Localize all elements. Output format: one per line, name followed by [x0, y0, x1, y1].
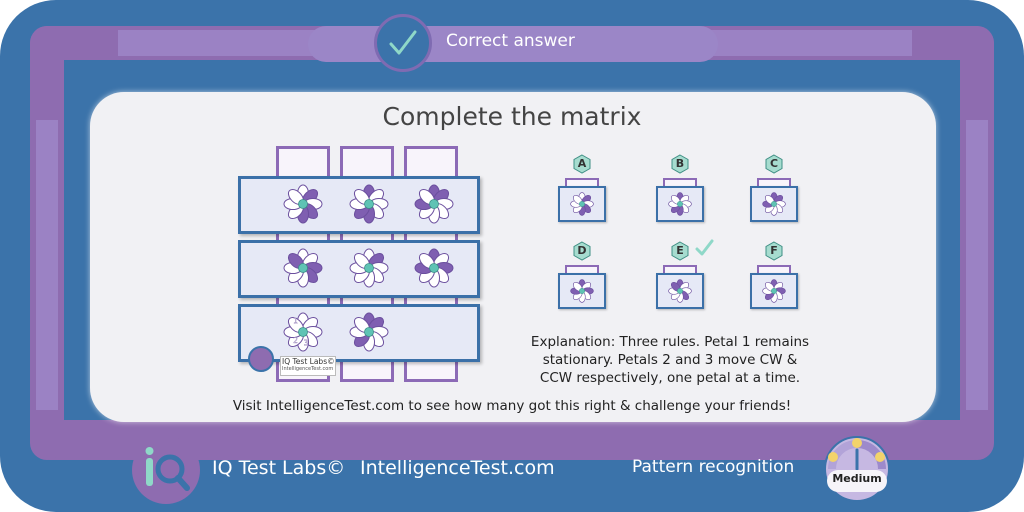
difficulty-label: Medium — [832, 472, 882, 485]
flower-icon — [283, 248, 323, 288]
matrix-cell — [349, 312, 389, 352]
explanation: Explanation: Three rules. Petal 1 remain… — [520, 333, 820, 387]
flower-center — [579, 201, 585, 207]
flower-icon — [283, 184, 323, 224]
magnifier-logo-icon — [132, 436, 200, 504]
answer-option-d[interactable] — [558, 273, 606, 309]
difficulty-pill — [827, 470, 887, 492]
flower-icon — [414, 248, 454, 288]
flower-center — [429, 199, 439, 209]
option-badge-icon — [671, 154, 689, 174]
watermark-box — [280, 356, 336, 376]
flower-icon — [349, 248, 389, 288]
explanation-line: stationary. Petals 2 and 3 move CW & — [542, 352, 798, 368]
option-flower — [668, 279, 692, 303]
option-letter: B — [675, 157, 685, 170]
petal-number: 2 — [293, 336, 298, 345]
matrix-cell — [283, 184, 323, 224]
status-text: Correct answer — [446, 31, 575, 51]
option-badge-icon — [671, 241, 689, 261]
flower-icon — [668, 192, 692, 216]
flower-icon — [570, 279, 594, 303]
petal-number: 3 — [304, 339, 309, 348]
watermark-brand: IQ Test Labs© — [282, 357, 335, 366]
medium-face-icon — [852, 438, 862, 448]
puzzle-title: Complete the matrix — [382, 102, 642, 131]
flower-icon — [762, 279, 786, 303]
answer-option-e[interactable] — [656, 273, 704, 309]
small-logo-icon — [248, 346, 274, 372]
puzzle-card — [90, 92, 936, 422]
brand-url[interactable]: IntelligenceTest.com — [360, 457, 555, 479]
flower-center — [298, 263, 308, 273]
flower-icon — [762, 192, 786, 216]
flower-center — [771, 288, 777, 294]
right-strip-inner — [966, 120, 988, 410]
flower-center — [429, 263, 439, 273]
challenge-link-text[interactable]: Visit IntelligenceTest.com to see how ma… — [232, 398, 792, 414]
option-letter: C — [769, 157, 779, 170]
option-flower — [762, 192, 786, 216]
flower-icon — [349, 312, 389, 352]
answer-option-b[interactable] — [656, 186, 704, 222]
flower-center — [677, 201, 683, 207]
option-letter: F — [770, 244, 778, 257]
watermark-url: IntelligenceTest.com — [282, 366, 334, 372]
matrix-cell — [414, 248, 454, 288]
flower-center — [298, 199, 308, 209]
matrix-cell — [349, 248, 389, 288]
answer-option-f[interactable] — [750, 273, 798, 309]
option-flower — [762, 279, 786, 303]
category-label: Pattern recognition — [632, 457, 795, 477]
option-letter: D — [577, 244, 587, 257]
correct-check-icon — [695, 239, 714, 256]
option-flower — [570, 279, 594, 303]
answer-option-c[interactable] — [750, 186, 798, 222]
flower-center — [364, 199, 374, 209]
matrix-cell — [349, 184, 389, 224]
explanation-line: Explanation: Three rules. Petal 1 remain… — [530, 334, 810, 350]
easy-face-icon — [828, 452, 838, 462]
flower-icon — [414, 184, 454, 224]
flower-center — [364, 327, 374, 337]
option-badge-icon — [765, 154, 783, 174]
flower-center — [677, 288, 683, 294]
flower-center — [771, 201, 777, 207]
option-badge-icon — [765, 241, 783, 261]
check-mark-icon — [374, 14, 432, 72]
petal-number: 1 — [293, 317, 298, 326]
flower-icon — [668, 279, 692, 303]
option-letter: E — [676, 244, 684, 257]
option-badge-icon — [573, 241, 591, 261]
option-flower — [570, 192, 594, 216]
explanation-line: CCW respectively, one petal at a time. — [539, 370, 801, 386]
hard-face-icon — [875, 452, 885, 462]
flower-center — [364, 263, 374, 273]
option-badge-icon — [573, 154, 591, 174]
option-flower — [668, 192, 692, 216]
option-letter: A — [577, 157, 587, 170]
brand-name: IQ Test Labs© — [212, 457, 346, 479]
flower-center — [298, 327, 308, 337]
answer-option-a[interactable] — [558, 186, 606, 222]
flower-icon — [570, 192, 594, 216]
matrix-cell — [414, 184, 454, 224]
flower-icon — [349, 184, 389, 224]
flower-center — [579, 288, 585, 294]
matrix-cell — [283, 248, 323, 288]
left-strip-inner — [36, 120, 58, 410]
